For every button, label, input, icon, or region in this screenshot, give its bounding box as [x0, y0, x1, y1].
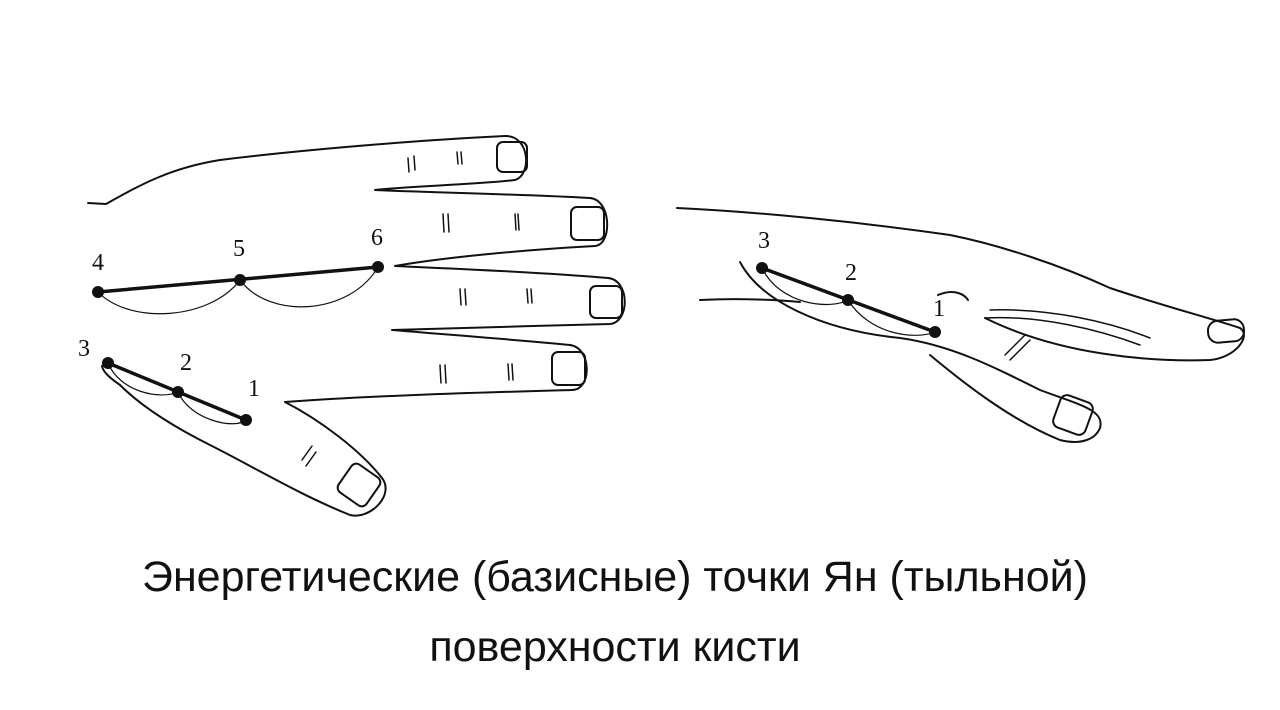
point-label: 4	[92, 250, 104, 276]
caption-line-1: Энергетические (базисные) точки Ян (тыль…	[142, 553, 1088, 601]
point-label: 1	[248, 376, 260, 402]
point-label: 2	[845, 260, 857, 286]
point-marker	[929, 326, 941, 338]
point-marker	[92, 286, 104, 298]
point-label: 3	[758, 228, 770, 254]
point-marker	[172, 386, 184, 398]
nail	[336, 462, 382, 508]
point-marker	[102, 357, 114, 369]
nail	[589, 285, 623, 319]
point-marker	[756, 262, 768, 274]
nail	[496, 141, 528, 173]
right-hand-outline	[676, 207, 1245, 443]
point-label: 2	[180, 350, 192, 376]
nail	[570, 206, 605, 241]
point-label: 1	[933, 296, 945, 322]
caption-line-2: поверхности кисти	[429, 623, 801, 671]
nail	[1052, 394, 1094, 436]
point-marker	[234, 274, 246, 286]
point-label: 6	[371, 225, 383, 251]
point-marker	[842, 294, 854, 306]
point-marker	[240, 414, 252, 426]
point-label: 3	[78, 336, 90, 362]
left-hand-outline	[87, 134, 626, 517]
nail	[1206, 318, 1246, 344]
nail	[551, 351, 586, 386]
point-label: 5	[233, 236, 245, 262]
point-marker	[372, 261, 384, 273]
